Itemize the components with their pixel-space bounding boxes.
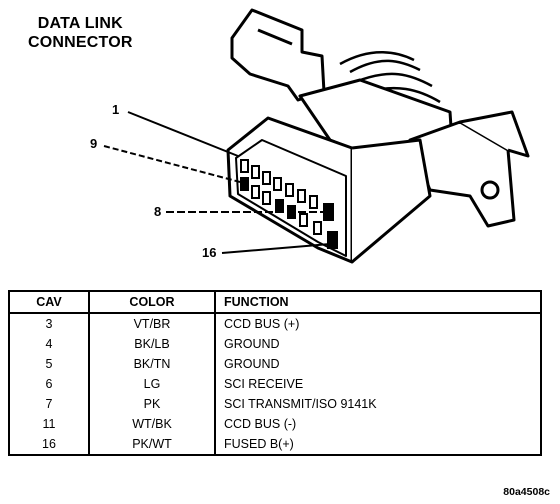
ear-top bbox=[459, 110, 530, 158]
cell-function: GROUND bbox=[214, 354, 541, 374]
table-row: 7 PK SCI TRANSMIT/ISO 9141K bbox=[9, 394, 541, 414]
pin-label-16: 16 bbox=[202, 245, 217, 260]
cell-function: FUSED B(+) bbox=[214, 434, 541, 455]
table-row: 6 LG SCI RECEIVE bbox=[9, 374, 541, 394]
figure-code: 80a4508c bbox=[503, 486, 550, 498]
mounting-hole bbox=[480, 180, 500, 200]
leader-lines bbox=[103, 111, 331, 254]
cavity-pin-11 bbox=[262, 191, 271, 205]
cavity-pin-3 bbox=[262, 171, 271, 185]
cell-color: PK/WT bbox=[88, 434, 215, 455]
cell-color: LG bbox=[88, 374, 215, 394]
cavity-pin-6 bbox=[297, 189, 306, 203]
cavity-pin-12 bbox=[275, 199, 284, 213]
leader-pin-16 bbox=[221, 243, 331, 254]
cell-color: VT/BR bbox=[88, 313, 215, 334]
leader-pin-1 bbox=[127, 111, 239, 157]
cell-cav: 6 bbox=[45, 377, 53, 391]
cavity-pin-5 bbox=[285, 183, 294, 197]
pin-label-1: 1 bbox=[112, 102, 120, 117]
cavity-pin-14 bbox=[299, 213, 308, 227]
pin-label-8: 8 bbox=[154, 204, 162, 219]
cell-cav: 3 bbox=[45, 317, 53, 331]
cell-function: SCI RECEIVE bbox=[214, 374, 541, 394]
cavity-pin-9 bbox=[240, 177, 249, 191]
top-bracket bbox=[230, 8, 326, 102]
header-color: COLOR bbox=[88, 291, 215, 314]
cell-function: SCI TRANSMIT/ISO 9141K bbox=[214, 394, 541, 414]
diagram-title: DATA LINK CONNECTOR bbox=[28, 14, 133, 52]
title-line-1: DATA LINK bbox=[37, 15, 123, 32]
cell-color: BK/TN bbox=[88, 354, 215, 374]
header-function: FUNCTION bbox=[214, 291, 541, 314]
cell-color: PK bbox=[88, 394, 215, 414]
table-row: 4 BK/LB GROUND bbox=[9, 334, 541, 354]
pin-cavities bbox=[240, 159, 338, 249]
body-side bbox=[351, 138, 432, 264]
table-row: 5 BK/TN GROUND bbox=[9, 354, 541, 374]
leader-pin-9 bbox=[103, 145, 241, 183]
table-header-row: CAV COLOR FUNCTION bbox=[9, 291, 541, 314]
cell-function: CCD BUS (+) bbox=[214, 313, 541, 334]
cavity-pin-1 bbox=[240, 159, 249, 173]
cell-cav: 11 bbox=[42, 417, 56, 431]
connector-drawing bbox=[103, 8, 530, 264]
table-row: 16 PK/WT FUSED B(+) bbox=[9, 434, 541, 455]
cavity-pin-10 bbox=[251, 185, 260, 199]
header-cav: CAV bbox=[9, 291, 89, 314]
cell-function: CCD BUS (-) bbox=[214, 414, 541, 434]
cavity-pin-2 bbox=[251, 165, 260, 179]
cell-cav: 16 bbox=[42, 437, 56, 451]
cavity-pin-7 bbox=[309, 195, 318, 209]
cell-color: BK/LB bbox=[88, 334, 215, 354]
cavity-table: CAV COLOR FUNCTION 3 VT/BR CCD BUS (+) 4… bbox=[8, 290, 542, 456]
cavity-pin-16 bbox=[327, 231, 338, 249]
bracket-slot bbox=[257, 28, 293, 46]
cell-cav: 5 bbox=[45, 357, 53, 371]
cavity-pin-15 bbox=[313, 221, 322, 235]
table-row: 11 WT/BK CCD BUS (-) bbox=[9, 414, 541, 434]
pin-label-9: 9 bbox=[90, 136, 98, 151]
title-line-2: CONNECTOR bbox=[28, 34, 133, 51]
table-row: 3 VT/BR CCD BUS (+) bbox=[9, 313, 541, 334]
cell-function: GROUND bbox=[214, 334, 541, 354]
cell-cav: 4 bbox=[45, 337, 53, 351]
cell-color: WT/BK bbox=[88, 414, 215, 434]
cavity-pin-4 bbox=[273, 177, 282, 191]
cell-cav: 7 bbox=[45, 397, 53, 411]
